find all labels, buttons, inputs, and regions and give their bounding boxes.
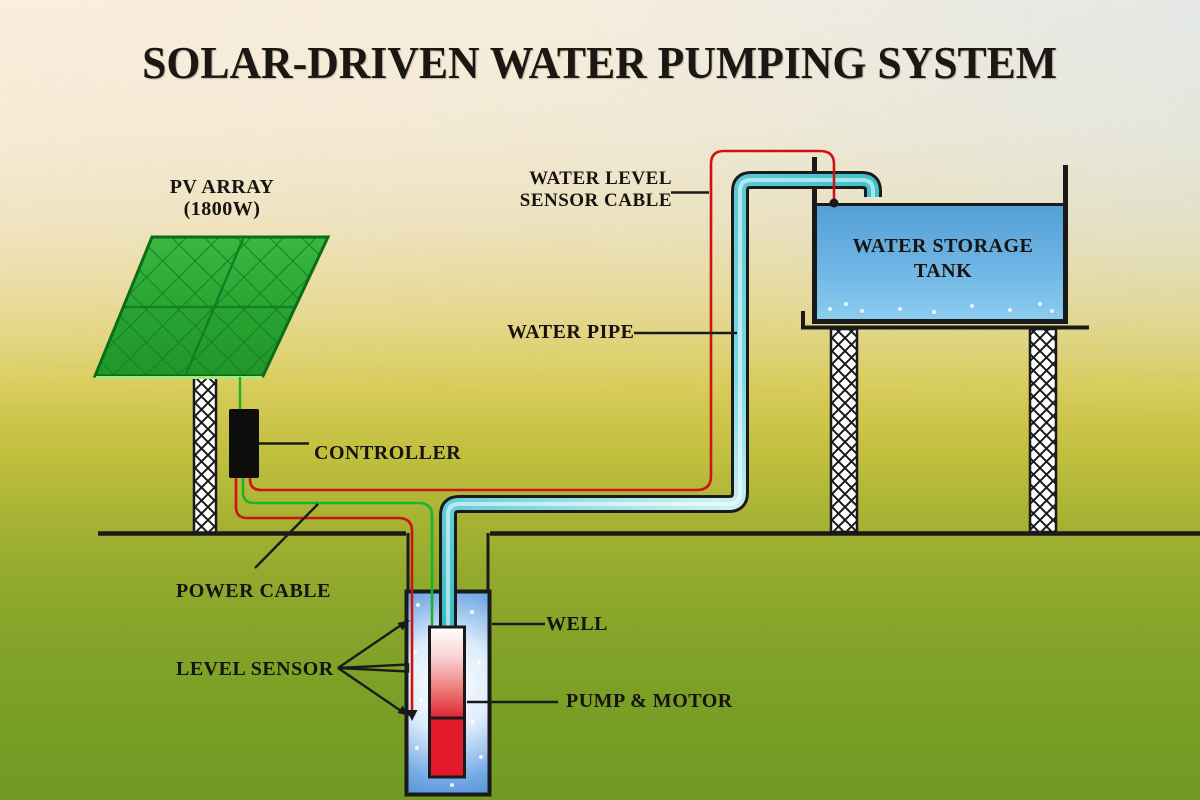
level-sensor-arrow-top bbox=[397, 620, 410, 631]
level-sensor-pointer-mid bbox=[337, 663, 410, 673]
water-level-sensor-cable-label: WATER LEVEL SENSOR CABLE bbox=[519, 168, 672, 211]
panel-pole bbox=[192, 374, 218, 535]
pump-motor-label: PUMP & MOTOR bbox=[566, 690, 733, 712]
tank-platform bbox=[801, 311, 1089, 330]
solar-panel bbox=[92, 235, 331, 379]
pipe-water bbox=[442, 174, 879, 632]
water-pipe-label: WATER PIPE bbox=[507, 321, 635, 343]
level-sensor-label: LEVEL SENSOR bbox=[176, 658, 334, 680]
tank-pillar-right bbox=[1028, 327, 1058, 534]
level-sensor-arrow-bottom bbox=[397, 705, 410, 716]
pipe-casing bbox=[439, 171, 882, 632]
pipe-sheen bbox=[446, 178, 875, 632]
pump-power-cable bbox=[241, 478, 434, 629]
tank-bubbles bbox=[828, 302, 1054, 314]
page-title: SOLAR-DRIVEN WATER PUMPING SYSTEM bbox=[142, 37, 1058, 88]
tank-water bbox=[817, 204, 1063, 320]
level-sensor-pointer-bottom bbox=[337, 667, 408, 716]
water-storage-tank bbox=[812, 157, 1068, 324]
tank-pillar-left bbox=[829, 327, 859, 534]
water-level-sensor-cable bbox=[248, 149, 836, 492]
well-level-sensor-cable bbox=[234, 478, 414, 712]
well-casing bbox=[406, 533, 490, 592]
well-label: WELL bbox=[546, 613, 609, 635]
power-cable-label: POWER CABLE bbox=[176, 580, 331, 602]
level-sensor-pointer-top bbox=[337, 620, 408, 669]
tank-sensor-tip bbox=[829, 198, 839, 208]
tank-label: WATER STORAGE TANK bbox=[852, 235, 1034, 282]
controller-box bbox=[229, 409, 259, 478]
controller-label: CONTROLLER bbox=[314, 442, 462, 464]
water-pipe bbox=[439, 171, 882, 632]
pump-and-motor bbox=[428, 625, 466, 779]
pointer-lines bbox=[254, 191, 737, 716]
power-cable-pointer bbox=[254, 503, 319, 569]
sensor-arrow-down bbox=[406, 710, 418, 721]
well-bubbles bbox=[413, 603, 483, 787]
pv-array-label: PV ARRAY (1800W) bbox=[169, 176, 275, 220]
